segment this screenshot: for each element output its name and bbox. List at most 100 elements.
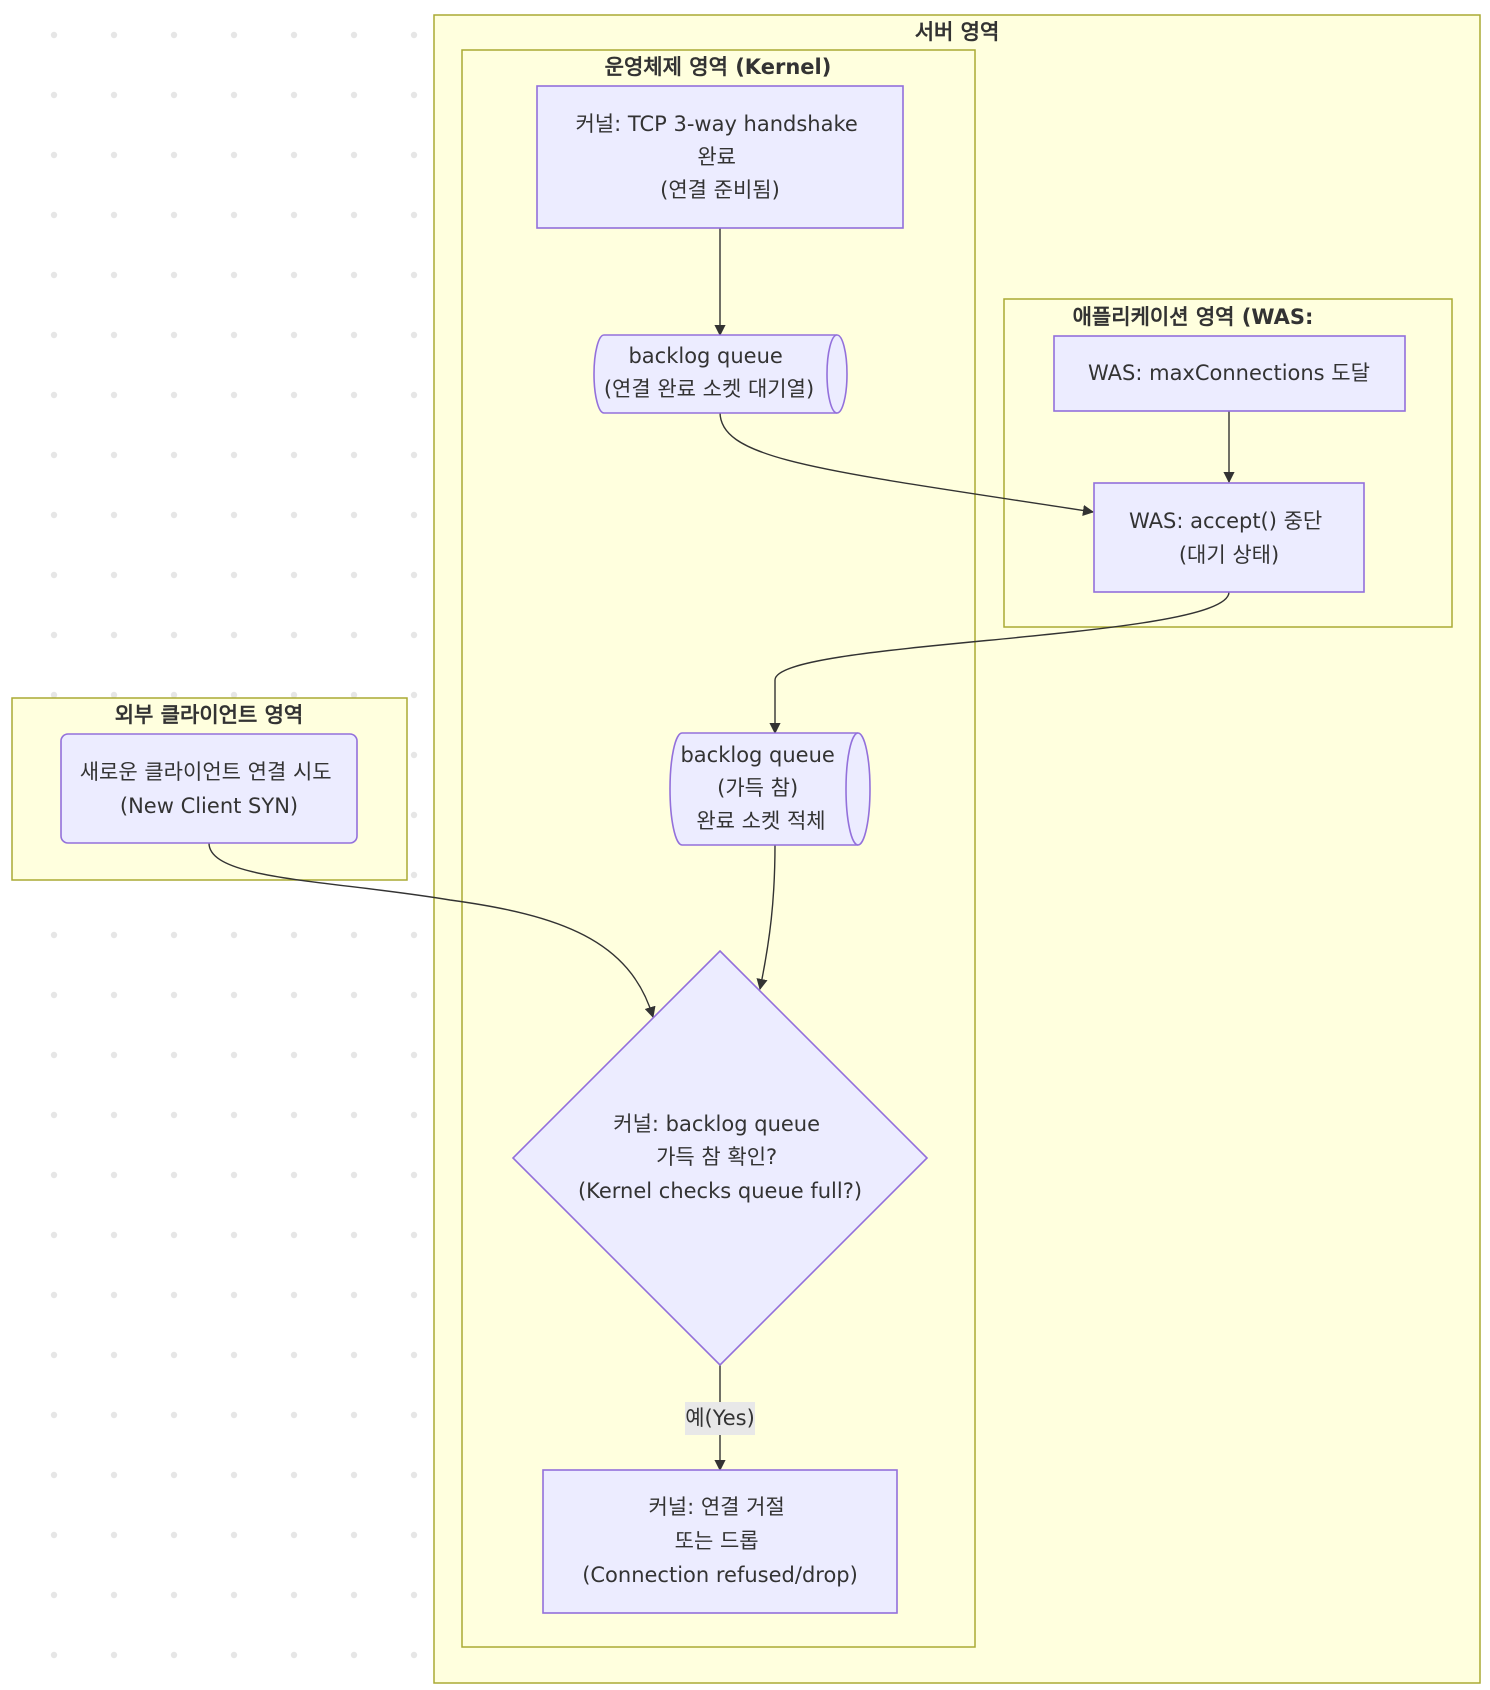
cluster-kernel: 운영체제 영역 (Kernel)	[461, 49, 976, 1648]
background-dot	[50, 991, 58, 999]
background-dot	[110, 271, 118, 279]
background-dot	[110, 151, 118, 159]
background-dot	[410, 1651, 418, 1659]
background-dot	[230, 451, 238, 459]
edges: 예(Yes)	[208, 228, 1235, 1472]
background-dot	[230, 391, 238, 399]
background-dot	[290, 931, 298, 939]
background-dot	[410, 451, 418, 459]
background-dot	[350, 391, 358, 399]
node-new-client-syn-label: 새로운 클라이언트 연결 시도 (New Client SYN)	[80, 760, 339, 818]
background-dot	[230, 331, 238, 339]
background-dot	[50, 631, 58, 639]
background-dot	[170, 1111, 178, 1119]
background-dot	[50, 391, 58, 399]
background-dot	[110, 1651, 118, 1659]
background-dot	[350, 211, 358, 219]
background-dot	[230, 1351, 238, 1359]
node-handshake[interactable]: 커널: TCP 3-way handshake 완료 (연결 준비됨)	[536, 85, 904, 229]
node-was-maxconnections[interactable]: WAS: maxConnections 도달	[1053, 335, 1406, 412]
background-dot	[170, 1231, 178, 1239]
cluster-server-title: 서버 영역	[915, 20, 1000, 44]
background-dot	[410, 31, 418, 39]
background-dot	[410, 691, 418, 699]
background-dot	[230, 571, 238, 579]
background-dot	[170, 211, 178, 219]
node-was-accept-label: WAS: accept() 중단 (대기 상태)	[1129, 509, 1329, 567]
background-dot	[290, 991, 298, 999]
background-dot	[410, 931, 418, 939]
background-dot	[350, 31, 358, 39]
background-dot	[410, 871, 418, 879]
background-dot	[410, 271, 418, 279]
background-dot	[350, 931, 358, 939]
background-dot	[50, 271, 58, 279]
background-dot	[170, 1051, 178, 1059]
background-dot	[350, 691, 358, 699]
background-dot	[110, 1591, 118, 1599]
background-dot	[290, 571, 298, 579]
background-dot	[110, 31, 118, 39]
background-dot	[170, 691, 178, 699]
background-dot	[170, 31, 178, 39]
background-dot	[350, 1351, 358, 1359]
background-dot	[350, 151, 358, 159]
node-new-client-syn[interactable]: 새로운 클라이언트 연결 시도 (New Client SYN)	[60, 733, 358, 844]
background-dot	[110, 1531, 118, 1539]
edge-backlog1-to-was-accept	[719, 411, 1095, 517]
node-was-accept[interactable]: WAS: accept() 중단 (대기 상태)	[1093, 482, 1365, 593]
background-dot	[410, 91, 418, 99]
background-dot	[170, 151, 178, 159]
node-backlog-queue-2[interactable]: backlog queue (가득 참) 완료 소켓 적체	[669, 732, 871, 846]
background-dot	[170, 1291, 178, 1299]
background-dot	[110, 1231, 118, 1239]
background-dot	[110, 451, 118, 459]
node-backlog-queue-1[interactable]: backlog queue (연결 완료 소켓 대기열)	[593, 334, 848, 414]
background-dot	[230, 271, 238, 279]
background-dot	[350, 1111, 358, 1119]
background-dot	[110, 991, 118, 999]
background-dot	[50, 511, 58, 519]
background-dot	[350, 91, 358, 99]
background-dot	[290, 1111, 298, 1119]
edge-yes-label: 예(Yes)	[685, 1406, 755, 1430]
node-decision-queue-full-label: 커널: backlog queue 가득 참 확인? (Kernel check…	[578, 1112, 862, 1203]
background-dot	[290, 511, 298, 519]
background-dot	[230, 1171, 238, 1179]
background-dot	[230, 1291, 238, 1299]
background-dot	[230, 991, 238, 999]
node-backlog-queue-2-label: backlog queue (가득 참) 완료 소켓 적체	[680, 743, 841, 833]
background-dot	[110, 511, 118, 519]
edge-client-to-decision	[208, 842, 656, 1019]
background-dot	[230, 931, 238, 939]
background-dot	[50, 931, 58, 939]
node-handshake-label: 커널: TCP 3-way handshake 완료 (연결 준비됨)	[575, 112, 864, 202]
background-dot	[290, 391, 298, 399]
background-dot	[50, 1351, 58, 1359]
background-dot	[290, 631, 298, 639]
background-dot	[230, 1651, 238, 1659]
background-dot	[350, 331, 358, 339]
background-dot	[230, 631, 238, 639]
node-connection-refused[interactable]: 커널: 연결 거절 또는 드롭 (Connection refused/drop…	[542, 1469, 898, 1614]
background-dot	[410, 1051, 418, 1059]
background-dot	[290, 1651, 298, 1659]
edge-yes-label-bg	[685, 1402, 755, 1435]
background-dot	[350, 1531, 358, 1539]
background-dot	[290, 1351, 298, 1359]
background-dot	[50, 1111, 58, 1119]
background-dot	[350, 511, 358, 519]
background-dot	[170, 1471, 178, 1479]
background-dot	[110, 631, 118, 639]
background-dot	[410, 1171, 418, 1179]
background-dot	[350, 991, 358, 999]
background-dot	[410, 1591, 418, 1599]
background-dot	[230, 91, 238, 99]
background-dot	[170, 1591, 178, 1599]
background-dot	[410, 1411, 418, 1419]
background-dot	[410, 991, 418, 999]
background-dot	[410, 1291, 418, 1299]
node-was-maxconnections-label: WAS: maxConnections 도달	[1088, 361, 1370, 385]
node-decision-queue-full[interactable]: 커널: backlog queue 가득 참 확인? (Kernel check…	[511, 949, 929, 1367]
